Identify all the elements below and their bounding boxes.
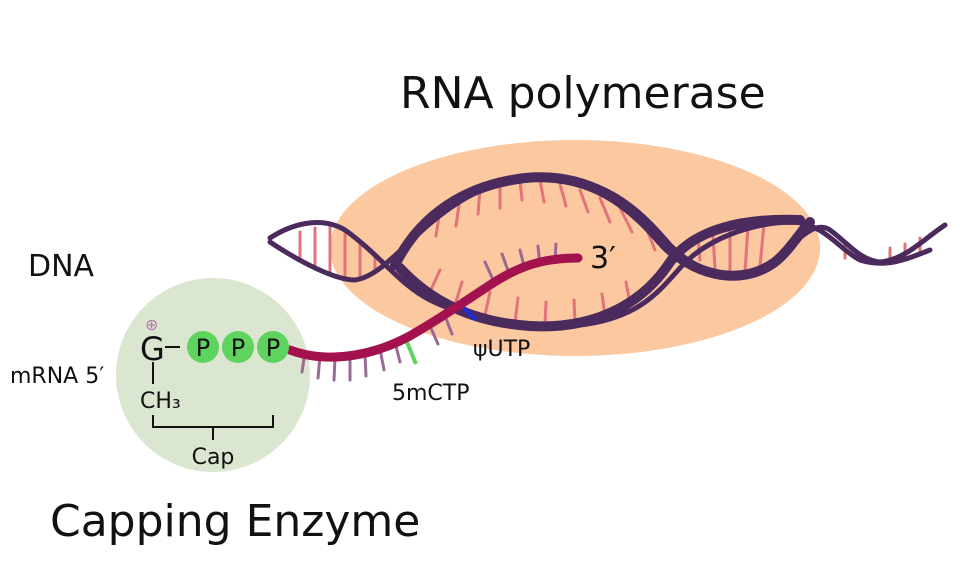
phosphate-3 <box>257 331 289 363</box>
dna-rung <box>483 290 492 317</box>
mrna-base <box>428 324 440 346</box>
dna-label: DNA <box>28 249 95 284</box>
dna-rung <box>743 224 750 274</box>
psi-utp-label: ψUTP <box>473 337 530 362</box>
cap-label: Cap <box>192 445 235 470</box>
dna-rung <box>618 206 634 234</box>
capping-enzyme-body <box>116 278 310 472</box>
methyl-label: CH₃ <box>140 389 181 414</box>
three-prime-label: 3′ <box>590 241 616 276</box>
dna-rung <box>543 300 548 326</box>
dna-rung <box>513 296 520 324</box>
mrna-5-label: mRNA 5′ <box>10 364 104 389</box>
dna-rung <box>572 298 577 324</box>
phosphate-3-label: P <box>266 334 280 362</box>
mrna-base <box>332 356 337 382</box>
rna-polymerase-label: RNA polymerase <box>400 68 766 119</box>
phosphate-1 <box>187 331 219 363</box>
guanine-label: G <box>140 330 165 368</box>
positive-charge-icon: ⊕ <box>145 315 158 334</box>
cap-bracket <box>152 415 274 440</box>
phosphate-2 <box>222 331 254 363</box>
dna-rung <box>453 280 464 307</box>
dna-strand-b <box>267 219 933 329</box>
phosphate-1-label: P <box>196 334 210 362</box>
dna-rung <box>758 222 766 268</box>
dna-rung <box>428 268 442 294</box>
dna-rung <box>538 178 546 204</box>
five-mctp-marker <box>405 341 418 365</box>
mrna-strand <box>285 253 583 362</box>
phosphate-2-label: P <box>231 334 245 362</box>
dna-rung <box>558 182 568 208</box>
capping-enzyme-label: Capping Enzyme <box>50 496 420 547</box>
five-mctp-label: 5mCTP <box>392 381 470 406</box>
dna-ribbon-top <box>390 172 815 281</box>
dna-base-pairs <box>298 178 922 326</box>
dna-rung <box>598 196 612 224</box>
dna-rung <box>578 188 590 214</box>
mrna-base <box>363 352 368 378</box>
